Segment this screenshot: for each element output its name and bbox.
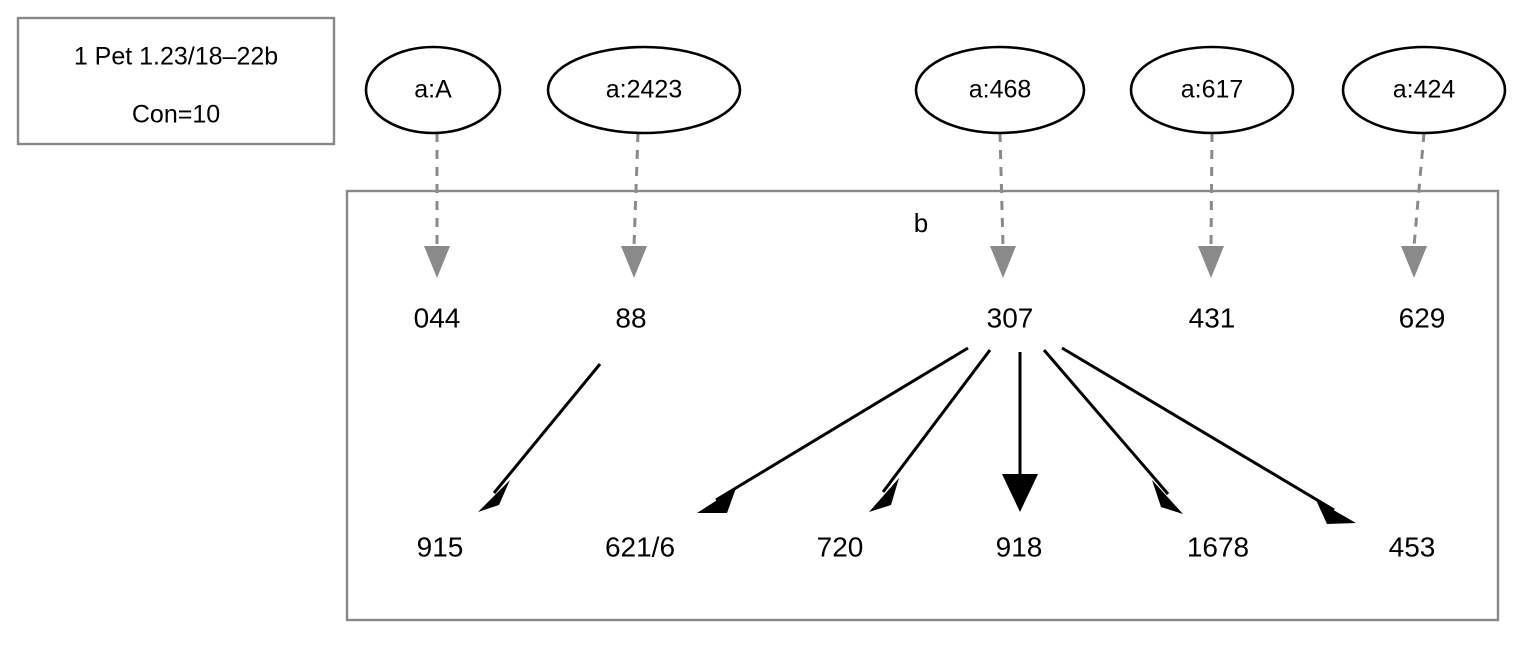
- legend-frame: [16, 16, 336, 146]
- arrowhead-black: [1152, 480, 1183, 514]
- dashed-edge-a-424: [1401, 132, 1427, 278]
- source-node-a-A[interactable]: a:A: [364, 45, 502, 135]
- node-ellipse[interactable]: [364, 45, 502, 135]
- legend-line-1: 1 Pet 1.23/18–22b: [74, 43, 278, 71]
- bottom-value[interactable]: 453: [1389, 531, 1436, 562]
- node-ellipse[interactable]: [1129, 45, 1295, 135]
- solid-edge-group: [478, 346, 1356, 524]
- node-label: a:617: [1181, 76, 1244, 104]
- top-values-row: 044 88 307 431 629: [414, 302, 1446, 333]
- node-label: a:2423: [606, 76, 682, 104]
- bottom-value[interactable]: 720: [817, 531, 864, 562]
- bottom-value[interactable]: 915: [417, 531, 464, 562]
- dashed-edge-group: [424, 132, 1427, 278]
- top-value[interactable]: 044: [414, 302, 461, 333]
- source-node-a-617[interactable]: a:617: [1129, 45, 1295, 135]
- group-box: [345, 189, 1500, 622]
- bottom-value[interactable]: 918: [996, 531, 1043, 562]
- top-value[interactable]: 307: [987, 302, 1034, 333]
- dashed-edge-a-A: [424, 133, 450, 278]
- source-node-a-424[interactable]: a:424: [1341, 45, 1507, 135]
- solid-edge-307-453: [1061, 346, 1356, 524]
- group-label: b: [914, 208, 928, 238]
- solid-edge-307-918: [1002, 352, 1038, 512]
- solid-edge-307-720: [869, 349, 992, 512]
- dashed-edge-a-2423: [621, 132, 647, 278]
- arrowhead-gray: [1198, 246, 1224, 278]
- legend-line-2: Con=10: [132, 101, 220, 129]
- dashed-edge-a-468: [990, 132, 1016, 278]
- arrowhead-black: [478, 480, 510, 512]
- solid-edge-88-915: [478, 363, 602, 512]
- node-label: a:424: [1393, 76, 1456, 104]
- node-ellipse[interactable]: [546, 45, 742, 135]
- node-label: a:A: [414, 76, 452, 104]
- arrowhead-black: [1316, 500, 1356, 524]
- arrowhead-black: [869, 478, 899, 512]
- node-ellipse[interactable]: [914, 45, 1086, 135]
- solid-edge-307-621-6: [697, 346, 969, 513]
- arrowhead-black: [1002, 474, 1038, 512]
- node-label: a:468: [969, 76, 1032, 104]
- bottom-values-row: 915 621/6 720 918 1678 453: [417, 531, 1436, 562]
- node-ellipse[interactable]: [1341, 45, 1507, 135]
- source-node-a-468[interactable]: a:468: [914, 45, 1086, 135]
- arrowhead-gray: [1401, 246, 1427, 278]
- arrowhead-gray: [990, 246, 1016, 278]
- arrowhead-black: [697, 488, 736, 513]
- solid-edge-307-1678: [1042, 349, 1183, 514]
- top-value[interactable]: 629: [1399, 302, 1446, 333]
- arrowhead-gray: [424, 246, 450, 278]
- top-value[interactable]: 431: [1189, 302, 1236, 333]
- top-value[interactable]: 88: [615, 302, 646, 333]
- source-node-a-2423[interactable]: a:2423: [546, 45, 742, 135]
- bottom-value[interactable]: 1678: [1187, 531, 1249, 562]
- dashed-edge-a-617: [1198, 132, 1224, 278]
- bottom-value[interactable]: 621/6: [605, 531, 675, 562]
- legend-box: 1 Pet 1.23/18–22b Con=10: [16, 16, 336, 146]
- arrowhead-gray: [621, 246, 647, 278]
